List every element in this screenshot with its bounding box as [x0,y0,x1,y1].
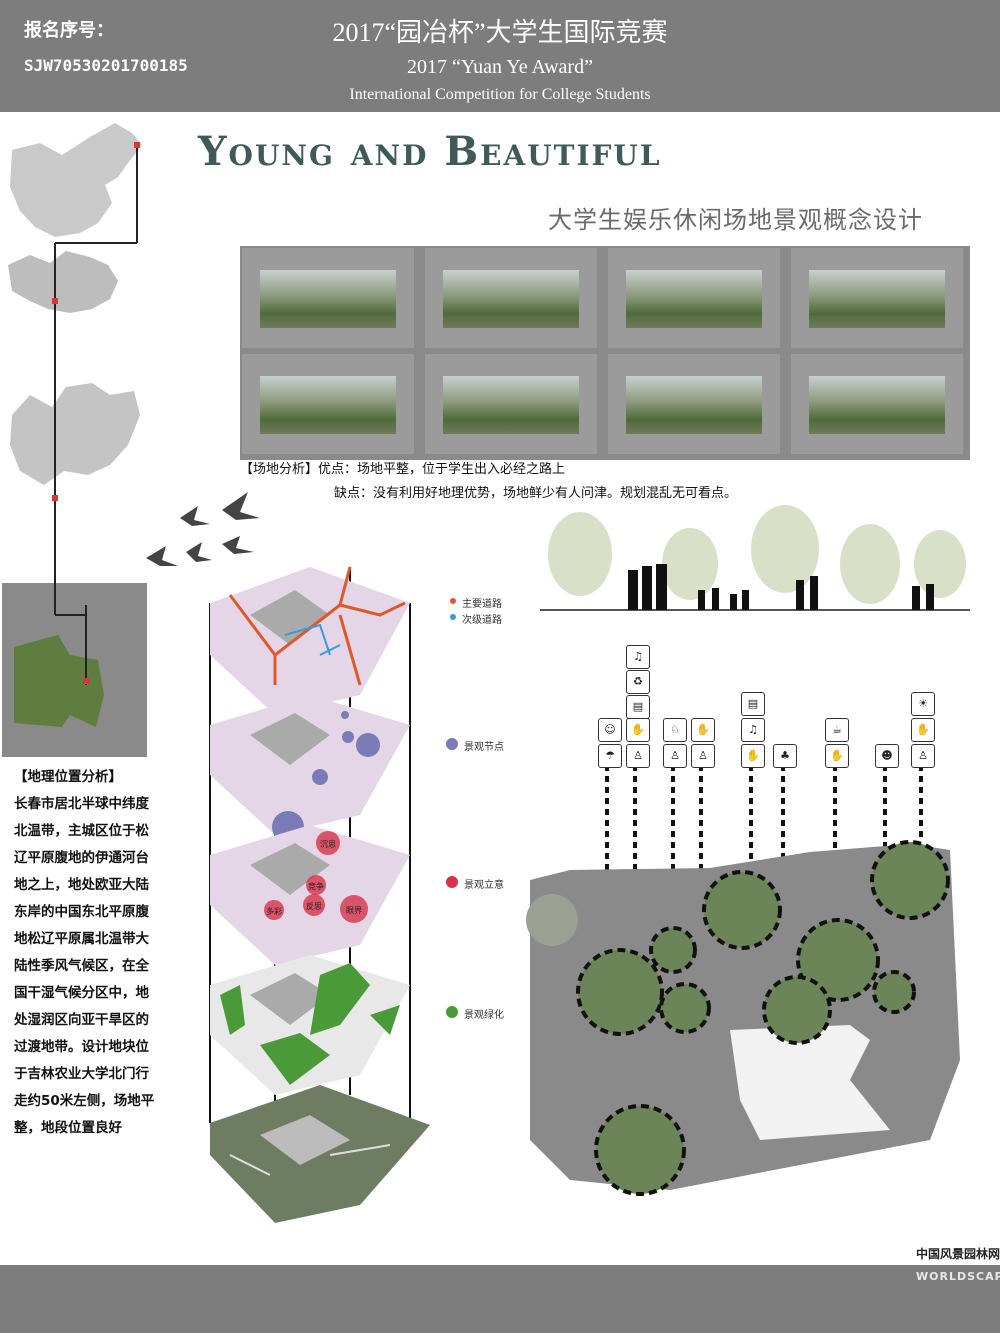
street-scene-illustration [540,505,970,611]
jilin-map [8,251,118,313]
location-heading: 【地理位置分析】 [14,769,122,785]
tree-icon: ♣ [773,744,797,768]
secondary-road-swatch [450,614,456,620]
site-analysis-pros: 优点：场地平整，位于学生出入必经之路上 [318,462,566,477]
site-analysis-pros-line: 【场地分析】优点：场地平整，位于学生出入必经之路上 [240,458,565,477]
running-icon: ♘ [663,718,687,742]
main-road-swatch [450,598,456,604]
concept-bubble-label: 眼界 [346,906,362,915]
site-photo [791,354,963,454]
person-icon: ♙ [911,744,935,768]
handshake-icon: ✋ [741,744,765,768]
handshake-icon: ✋ [825,744,849,768]
person-icon: ♙ [626,744,650,768]
concept-bubble-label: 多彩 [266,906,282,916]
handshake-icon: ✋ [911,718,935,742]
competition-subtitle-en: International Competition for College St… [349,86,651,103]
site-analysis-label: 【场地分析】 [240,462,319,477]
greening-layer [210,955,410,1095]
site-photo [425,354,597,454]
birds-illustration [146,492,260,566]
concept-legend: 景观立意 [464,880,504,891]
person-icon: ♙ [663,744,687,768]
site-satellite [14,635,104,727]
discussion-icon: ☺ [598,718,622,742]
site-photo [791,248,963,348]
site-photo [242,354,414,454]
main-road-legend: 主要道路 [462,599,502,610]
footer-logo-en: WORLDSCAPE [916,1270,1000,1283]
footer-logo-cn: 中国风景园林网 [916,1247,1000,1261]
site-analysis-cons: 缺点：没有利用好地理优势，场地鲜少有人问津。规划混乱无可看点。 [334,486,738,501]
poster-main-title: Young and Beautiful [198,128,662,175]
site-photo [425,248,597,348]
footer-bar [0,1265,1000,1333]
concept-swatch [446,876,458,888]
handshake-icon: ✋ [691,718,715,742]
poster-subtitle: 大学生娱乐休闲场地景观概念设计 [548,206,923,234]
books-icon: ▤ [626,695,650,719]
registration-label: 报名序号： [24,20,114,41]
location-body: 长春市居北半球中纬度北温带，主城区位于松辽平原腹地的伊通河台地之上，地处欧亚大陆… [14,796,155,1136]
concept-layer: 沉思 竞争 多彩 反思 眼界 [210,825,410,965]
headphones-icon: ♫ [626,645,650,669]
concept-bubble-label: 竞争 [308,881,324,891]
master-plan-layer [210,1085,430,1223]
competition-title-en: 2017 “Yuan Ye Award” [407,56,593,78]
changchun-map [10,383,140,485]
competition-title-cn: 2017“园冶杯”大学生国际竞赛 [332,18,668,47]
concept-bubble-label: 反思 [306,901,322,911]
greening-legend: 景观绿化 [464,1010,504,1021]
site-photo-panel [240,246,970,460]
site-photo [242,248,414,348]
secondary-road-legend: 次级道路 [462,615,502,626]
site-master-plan [526,840,960,1196]
china-map [10,123,142,237]
person-icon: ♙ [691,744,715,768]
coffee-icon: ☕ [825,718,849,742]
concept-bubble-label: 沉思 [320,840,336,849]
site-photo [608,248,780,348]
exploded-layers-diagram: 沉思 竞争 多彩 反思 眼界 [209,566,430,1223]
books-icon: ▤ [741,692,765,716]
group-icon: ☻ [875,744,899,768]
location-maps [2,123,147,757]
header-bar [0,0,1000,112]
node-legend: 景观节点 [464,742,504,753]
umbrella-icon: ☂ [598,744,622,768]
handshake-icon: ✋ [626,718,650,742]
recycle-icon: ♻ [626,670,650,694]
node-swatch [446,738,458,750]
greening-swatch [446,1006,458,1018]
headphones-icon: ♫ [741,718,765,742]
registration-number: SJW70530201700185 [24,56,188,75]
roads-layer [210,566,410,715]
nodes-layer [210,695,410,843]
location-analysis: 【地理位置分析】 长春市居北半球中纬度北温带，主城区位于松辽平原腹地的伊通河台地… [14,764,162,1142]
site-photo [608,354,780,454]
sun-icon: ☀ [911,692,935,716]
